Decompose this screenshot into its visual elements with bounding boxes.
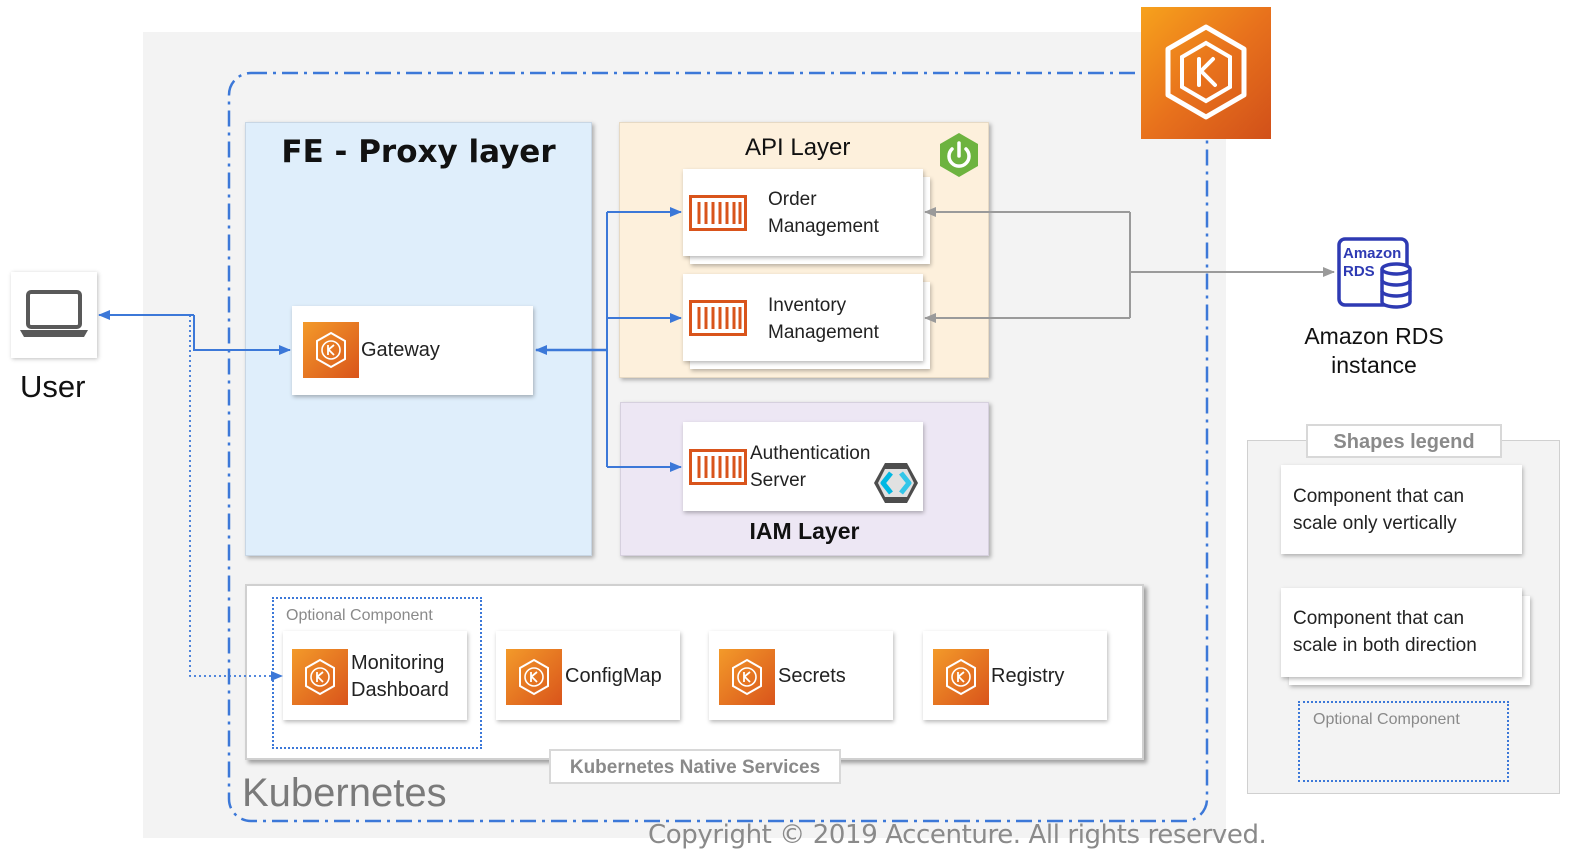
- amazon-rds-label: Amazon RDS instance: [1304, 323, 1444, 378]
- iam-layer-title: IAM Layer: [749, 518, 860, 544]
- svg-text:Amazon: Amazon: [1343, 245, 1401, 262]
- kubernetes-label: Kubernetes: [242, 771, 447, 815]
- eks-kubernetes-icon: [1141, 7, 1271, 139]
- order-management-label: Order Management: [768, 189, 879, 237]
- keycloak-icon: [872, 459, 920, 507]
- order-management-component[interactable]: Order Management: [683, 169, 923, 256]
- gateway-component[interactable]: Gateway: [292, 306, 533, 395]
- registry-component[interactable]: Registry: [923, 631, 1107, 720]
- container-icon: [689, 449, 747, 485]
- svg-text:RDS: RDS: [1343, 263, 1375, 280]
- configmap-component[interactable]: ConfigMap: [496, 631, 680, 720]
- legend-both-scale-card: Component that can scale in both directi…: [1281, 588, 1522, 677]
- optional-component-label: Optional Component: [286, 607, 433, 624]
- container-icon: [689, 195, 747, 231]
- gateway-label: Gateway: [361, 339, 440, 361]
- secrets-component[interactable]: Secrets: [709, 631, 893, 720]
- monitoring-dashboard-label: Monitoring Dashboard: [351, 652, 449, 701]
- legend-optional-label: Optional Component: [1313, 711, 1460, 728]
- legend-vertical-scale-card: Component that can scale only vertically: [1281, 465, 1522, 554]
- authentication-server-label: Authentication Server: [750, 443, 871, 491]
- kubernetes-icon: [719, 649, 775, 705]
- legend-vertical-scale-label: Component that can scale only vertically: [1293, 486, 1465, 534]
- registry-label: Registry: [991, 665, 1065, 687]
- spring-boot-icon: [935, 131, 983, 179]
- monitoring-dashboard-component[interactable]: Monitoring Dashboard: [283, 631, 467, 720]
- configmap-label: ConfigMap: [565, 665, 662, 687]
- kubernetes-icon: [933, 649, 989, 705]
- copyright-text: Copyright © 2019 Accenture. All rights r…: [648, 820, 1267, 850]
- laptop-icon: [11, 272, 97, 358]
- kubernetes-icon: [292, 649, 348, 705]
- legend-optional-box: [1298, 701, 1509, 782]
- inventory-management-component[interactable]: Inventory Management: [683, 274, 923, 361]
- inventory-management-label: Inventory Management: [768, 295, 879, 343]
- kubernetes-icon: [303, 322, 359, 378]
- api-layer-title: API Layer: [745, 134, 851, 161]
- secrets-label: Secrets: [778, 665, 846, 687]
- container-icon: [689, 300, 747, 336]
- fe-proxy-layer-title: FE - Proxy layer: [281, 134, 556, 170]
- shapes-legend-title: Shapes legend: [1306, 424, 1502, 458]
- kubernetes-native-services-title: Kubernetes Native Services: [549, 749, 841, 784]
- legend-both-scale-label: Component that can scale in both directi…: [1293, 608, 1477, 656]
- kubernetes-icon: [506, 649, 562, 705]
- user-label: User: [20, 369, 86, 404]
- authentication-server-component[interactable]: Authentication Server: [683, 422, 923, 511]
- amazon-rds-icon: Amazon RDS: [1336, 236, 1416, 310]
